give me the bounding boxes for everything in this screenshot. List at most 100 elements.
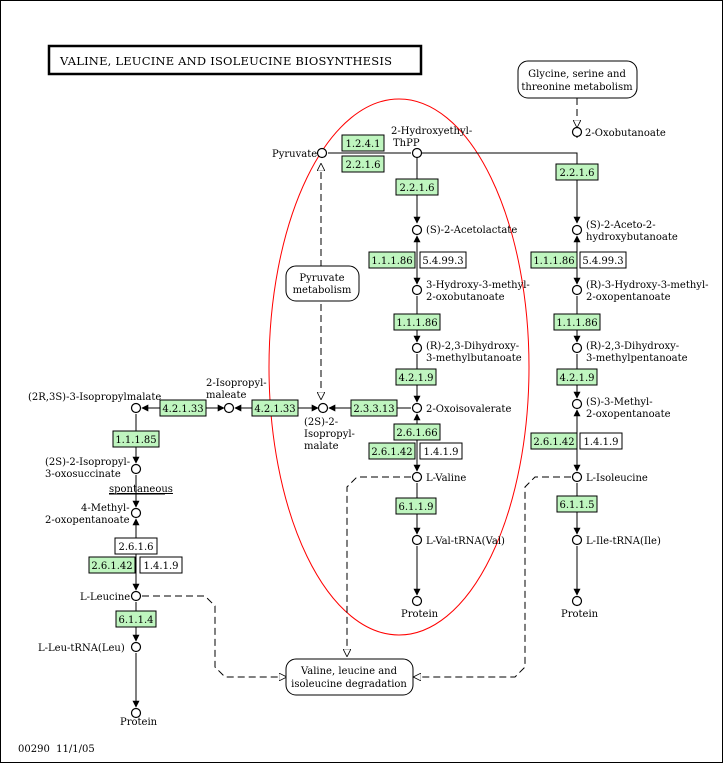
svg-text:2.6.1.6: 2.6.1.6 xyxy=(119,542,154,553)
compound-node-lvaltrna[interactable] xyxy=(411,534,423,546)
enzyme-6-1-1-9[interactable]: 6.1.1.9 xyxy=(395,497,437,515)
compound-node-protein-val[interactable] xyxy=(411,595,423,607)
map-pyruvate-label-2: metabolism xyxy=(293,285,352,296)
compound-label-lleutrna: L-Leu-tRNA(Leu) xyxy=(38,643,125,654)
enzyme-6-1-1-5[interactable]: 6.1.1.5 xyxy=(556,495,598,513)
compound-label-lisoleucine: L-Isoleucine xyxy=(586,473,648,484)
map-pyruvate-metabolism[interactable]: Pyruvate metabolism xyxy=(285,265,360,302)
compound-node-r3hydroxy[interactable] xyxy=(571,284,583,296)
svg-text:1.4.1.9: 1.4.1.9 xyxy=(424,447,459,458)
enzyme-1-1-1-86-c[interactable]: 1.1.1.86 xyxy=(530,251,578,269)
enzyme-4-2-1-9-a[interactable]: 4.2.1.9 xyxy=(395,368,437,386)
enzyme-4-2-1-9-b[interactable]: 4.2.1.9 xyxy=(556,368,598,386)
enzyme-1-1-1-85[interactable]: 1.1.1.85 xyxy=(112,430,160,448)
dash-valine-degradation xyxy=(347,476,411,656)
map-glycine-serine-threonine[interactable]: Glycine, serine and threonine metabolism xyxy=(517,60,638,99)
compound-label-dihydroxy-1: (R)-2,3-Dihydroxy- xyxy=(426,341,519,352)
compound-node-protein-leu[interactable] xyxy=(130,707,142,719)
compound-node-lvaline[interactable] xyxy=(411,471,423,483)
compound-node-methyloxo[interactable] xyxy=(130,507,142,519)
compound-node-lleucine[interactable] xyxy=(130,590,142,602)
compound-node-isopropylmalate[interactable] xyxy=(317,402,329,414)
svg-text:5.4.99.3: 5.4.99.3 xyxy=(582,256,623,267)
enzyme-2-2-1-6-right[interactable]: 2.2.1.6 xyxy=(555,163,599,181)
compound-label-methyloxo-1: 4-Methyl- xyxy=(81,503,130,514)
enzyme-2-2-1-6-top[interactable]: 2.2.1.6 xyxy=(341,155,385,173)
compound-label-s3methyl-2: 2-oxopentanoate xyxy=(586,409,671,420)
highlight-ellipse xyxy=(268,98,530,636)
compound-node-oxobutanoate[interactable] xyxy=(571,126,583,138)
compound-node-lleutrna[interactable] xyxy=(130,641,142,653)
map-valine-degradation[interactable]: Valine, leucine and isoleucine degradati… xyxy=(285,658,414,696)
enzyme-2-6-1-42-c[interactable]: 2.6.1.42 xyxy=(88,556,136,574)
compound-node-r23dihydroxy[interactable] xyxy=(571,342,583,354)
compound-label-pyruvate: Pyruvate xyxy=(272,149,317,160)
enzyme-1-1-1-86-b[interactable]: 1.1.1.86 xyxy=(393,313,441,331)
enzyme-1-1-1-86-a[interactable]: 1.1.1.86 xyxy=(368,251,416,269)
compound-node-lisoleucine[interactable] xyxy=(571,471,583,483)
enzyme-5-4-99-3-a[interactable]: 5.4.99.3 xyxy=(419,251,467,269)
map-degradation-label-2: isoleucine degradation xyxy=(291,679,407,690)
svg-text:2.6.1.42: 2.6.1.42 xyxy=(533,437,574,448)
compound-node-oxoisovalerate[interactable] xyxy=(411,402,423,414)
compound-label-isopropylmalate-3: malate xyxy=(304,441,339,452)
enzyme-1-1-1-86-d[interactable]: 1.1.1.86 xyxy=(553,313,601,331)
enzyme-2-3-3-13[interactable]: 2.3.3.13 xyxy=(350,399,398,417)
enzyme-2-2-1-6-mid[interactable]: 2.2.1.6 xyxy=(395,178,439,196)
compound-label-protein-leu: Protein xyxy=(120,717,158,728)
enzyme-6-1-1-4[interactable]: 6.1.1.4 xyxy=(115,610,157,628)
compound-node-acetohydroxy[interactable] xyxy=(571,224,583,236)
compound-label-dihydroxy-2: 3-methylbutanoate xyxy=(426,353,522,364)
enzyme-2-6-1-42-b[interactable]: 2.6.1.42 xyxy=(530,432,578,450)
compound-label-hydroxy3methyl-2: 2-oxobutanoate xyxy=(426,292,505,303)
enzyme-1-2-4-1[interactable]: 1.2.4.1 xyxy=(341,134,385,152)
compound-label-protein-val: Protein xyxy=(401,609,439,620)
svg-text:6.1.1.5: 6.1.1.5 xyxy=(560,500,595,511)
svg-text:4.2.1.33: 4.2.1.33 xyxy=(162,404,203,415)
edge-hydroxyethyl-oxobutanoate xyxy=(422,152,578,161)
compound-node-isopropylmaleate[interactable] xyxy=(223,402,235,414)
compound-label-r3hydroxy-2: 2-oxopentanoate xyxy=(586,292,671,303)
label-spontaneous: spontaneous xyxy=(109,484,173,495)
svg-text:1.1.1.86: 1.1.1.86 xyxy=(371,256,412,267)
compound-label-acetohydroxy-2: hydroxybutanoate xyxy=(586,232,678,243)
compound-label-s3methyl-1: (S)-3-Methyl- xyxy=(586,397,653,408)
compound-label-acetolactate: (S)-2-Acetolactate xyxy=(426,225,517,236)
title-box: VALINE, LEUCINE AND ISOLEUCINE BIOSYNTHE… xyxy=(47,44,423,76)
compound-label-lvaline: L-Valine xyxy=(426,473,466,484)
enzyme-2-6-1-6[interactable]: 2.6.1.6 xyxy=(114,537,158,555)
compound-label-hydroxyethyl-2: ThPP xyxy=(393,138,420,149)
enzyme-5-4-99-3-b[interactable]: 5.4.99.3 xyxy=(579,251,627,269)
compound-node-hydroxy3methyl[interactable] xyxy=(411,284,423,296)
compound-node-acetolactate[interactable] xyxy=(411,224,423,236)
enzyme-4-2-1-33-b[interactable]: 4.2.1.33 xyxy=(251,399,299,417)
enzyme-2-6-1-66[interactable]: 2.6.1.66 xyxy=(393,423,441,441)
dash-isoleucine-degradation xyxy=(414,476,571,677)
enzyme-1-4-1-9-a[interactable]: 1.4.1.9 xyxy=(419,442,463,460)
svg-text:1.1.1.86: 1.1.1.86 xyxy=(533,256,574,267)
compound-node-3isopropylmalate[interactable] xyxy=(130,402,142,414)
svg-text:1.1.1.86: 1.1.1.86 xyxy=(396,318,437,329)
compound-label-oxosuccinate-2: 3-oxosuccinate xyxy=(45,469,121,480)
enzyme-1-4-1-9-c[interactable]: 1.4.1.9 xyxy=(139,556,183,574)
compound-node-protein-ile[interactable] xyxy=(571,595,583,607)
svg-text:1.4.1.9: 1.4.1.9 xyxy=(584,437,619,448)
svg-text:6.1.1.9: 6.1.1.9 xyxy=(399,502,434,513)
compound-node-pyruvate[interactable] xyxy=(316,147,328,159)
compound-label-r3hydroxy-1: (R)-3-Hydroxy-3-methyl- xyxy=(586,280,709,291)
enzyme-1-4-1-9-b[interactable]: 1.4.1.9 xyxy=(579,432,623,450)
compound-label-lieutrna: L-Ile-tRNA(Ile) xyxy=(586,536,661,547)
compound-node-s3methyl[interactable] xyxy=(571,398,583,410)
compound-label-oxoisovalerate: 2-Oxoisovalerate xyxy=(426,404,511,415)
compound-node-dihydroxy[interactable] xyxy=(411,342,423,354)
compound-label-lleucine: L-Leucine xyxy=(80,592,130,603)
compound-node-lieutrna[interactable] xyxy=(571,534,583,546)
compound-node-hydroxyethyl[interactable] xyxy=(411,147,423,159)
svg-text:2.6.1.66: 2.6.1.66 xyxy=(396,428,437,439)
compound-node-oxosuccinate[interactable] xyxy=(130,463,142,475)
compound-label-r23dihydroxy-1: (R)-2,3-Dihydroxy- xyxy=(586,341,679,352)
enzyme-4-2-1-33-a[interactable]: 4.2.1.33 xyxy=(159,399,207,417)
enzyme-2-6-1-42-a[interactable]: 2.6.1.42 xyxy=(368,442,416,460)
